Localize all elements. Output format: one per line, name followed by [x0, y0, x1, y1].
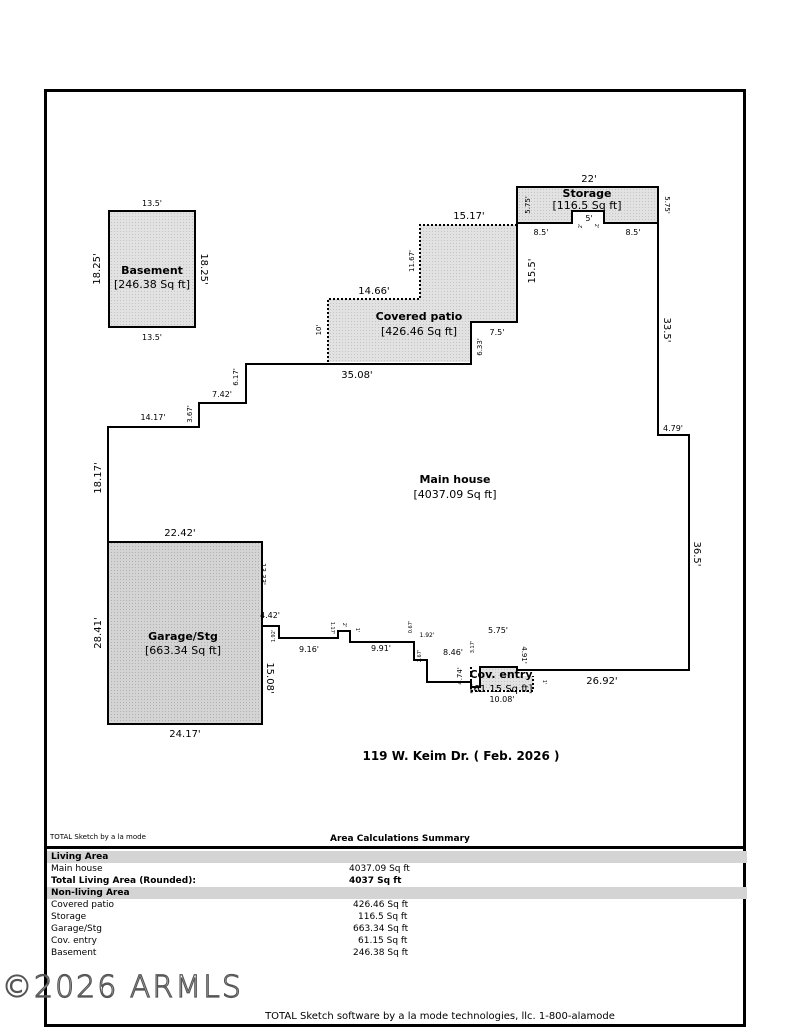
garage-label: Garage/Stg — [148, 630, 218, 643]
cov-entry-label: Cov. entry — [469, 668, 532, 681]
dim-label: 22' — [581, 174, 596, 185]
dim-label: 15.08' — [264, 662, 275, 693]
summary-row-label: Cov. entry — [51, 936, 97, 946]
dim-label: 4.42' — [260, 611, 280, 620]
dim-label: 5.75' — [488, 626, 508, 635]
dim-label: 10' — [315, 325, 323, 336]
dim-label: 8.5' — [534, 228, 549, 237]
software-footer: TOTAL Sketch software by a la mode techn… — [265, 1011, 615, 1022]
dim-label: 4.79' — [663, 424, 683, 433]
dim-label: 4.91' — [520, 646, 528, 664]
basement-shape — [108, 210, 196, 328]
summary-row-label: Garage/Stg — [51, 924, 102, 934]
dim-label: 1.92' — [419, 632, 434, 639]
dim-label: 13.5' — [142, 333, 162, 342]
covered-patio-area: [426.46 Sq ft] — [381, 325, 457, 338]
cov-entry-area: [61.15 Sq ft] — [470, 684, 533, 695]
dim-label: 22.42' — [164, 528, 195, 539]
dim-label: 1.17' — [329, 622, 335, 635]
sketch-credit: TOTAL Sketch by a la mode — [50, 833, 146, 841]
dim-label: 2.67' — [417, 650, 423, 663]
nonliving-area-header: Non-living Area — [51, 888, 130, 898]
dim-label: 7.42' — [212, 390, 232, 399]
total-living-label: Total Living Area (Rounded): — [51, 876, 196, 886]
dim-label: 0.67' — [408, 621, 414, 634]
summary-row-value: 61.15 Sq ft — [358, 936, 408, 946]
dim-label: 15.17' — [453, 211, 484, 222]
dim-label: 2' — [578, 224, 584, 229]
dim-label: 6.17' — [232, 368, 240, 386]
cov-entry-shape — [471, 667, 533, 690]
summary-row-value: 663.34 Sq ft — [353, 924, 409, 934]
dim-label: 36.5' — [691, 541, 702, 566]
dim-label: 5.75' — [524, 196, 532, 214]
dim-label: 18.25' — [92, 253, 103, 284]
dim-label: 8.46' — [443, 648, 463, 657]
summary-row-value: 4037.09 Sq ft — [349, 864, 410, 874]
dim-label: 15.5' — [527, 258, 538, 283]
total-living-value: 4037 Sq ft — [349, 876, 402, 886]
main-house-outline — [107, 210, 690, 688]
address-caption: 119 W. Keim Dr. ( Feb. 2026 ) — [362, 749, 559, 763]
dim-label: 4.74' — [456, 667, 464, 685]
dim-label: 2' — [593, 224, 599, 229]
dim-label: 14.66' — [358, 286, 389, 297]
dim-label: 3.67' — [186, 405, 194, 423]
dim-label: 9.16' — [299, 645, 319, 654]
dim-label: 13.5' — [142, 199, 162, 208]
basement-area: [246.38 Sq ft] — [114, 278, 190, 291]
dim-label: 26.92' — [586, 676, 617, 687]
covered-patio-outline — [327, 224, 518, 362]
sketch-frame — [44, 89, 746, 1027]
dim-label: 9.91' — [371, 644, 391, 653]
dim-label: 1.92' — [271, 630, 277, 643]
dim-label: 24.17' — [169, 729, 200, 740]
dim-label: 8.5' — [626, 228, 641, 237]
summary-row-label: Covered patio — [51, 900, 115, 910]
summary-row-label: Basement — [51, 948, 97, 958]
dim-label: 3.17' — [470, 641, 476, 654]
cov-entry-outline — [470, 667, 534, 692]
dim-label: 1' — [354, 628, 360, 633]
dim-label: 33.5' — [661, 317, 672, 342]
dim-label: 5.75' — [663, 196, 671, 214]
covered-patio-label: Covered patio — [376, 310, 463, 323]
dim-label: 35.08' — [341, 370, 372, 381]
summary-row-value: 246.38 Sq ft — [353, 948, 409, 958]
dim-label: 13.33' — [259, 563, 267, 585]
main-house-area: [4037.09 Sq ft] — [413, 488, 496, 501]
dim-label: 5' — [585, 214, 592, 223]
garage-area: [663.34 Sq ft] — [145, 644, 221, 657]
storage-area: [116.5 Sq ft] — [552, 199, 621, 212]
garage-shape — [107, 541, 263, 725]
living-area-header: Living Area — [51, 852, 109, 862]
summary-row-label: Main house — [51, 864, 103, 874]
basement-label: Basement — [121, 264, 183, 277]
living-area-band — [47, 851, 747, 863]
dim-label: 2' — [341, 623, 347, 628]
dim-label: 18.25' — [198, 253, 209, 284]
summary-title: Area Calculations Summary — [330, 834, 470, 844]
main-house-label: Main house — [419, 473, 490, 486]
dim-label: 14.17' — [140, 413, 165, 422]
mls-watermark: ©2026 ARMLS — [1, 969, 243, 1005]
storage-label: Storage — [563, 187, 612, 200]
summary-row-value: 116.5 Sq ft — [358, 912, 408, 922]
summary-row-value: 426.46 Sq ft — [353, 900, 409, 910]
dim-label: 6.33' — [476, 338, 484, 356]
dim-label: 7.5' — [490, 328, 505, 337]
dim-label: 11.67' — [408, 250, 416, 272]
dim-label: 10.08' — [489, 695, 514, 704]
summary-row-label: Storage — [51, 912, 87, 922]
summary-divider — [44, 846, 746, 849]
dim-label: 1' — [541, 680, 547, 685]
nonliving-area-band — [47, 887, 747, 899]
covered-patio-shape — [328, 225, 517, 362]
dim-label: 28.41' — [93, 617, 104, 648]
dim-label: 18.17' — [93, 462, 104, 493]
